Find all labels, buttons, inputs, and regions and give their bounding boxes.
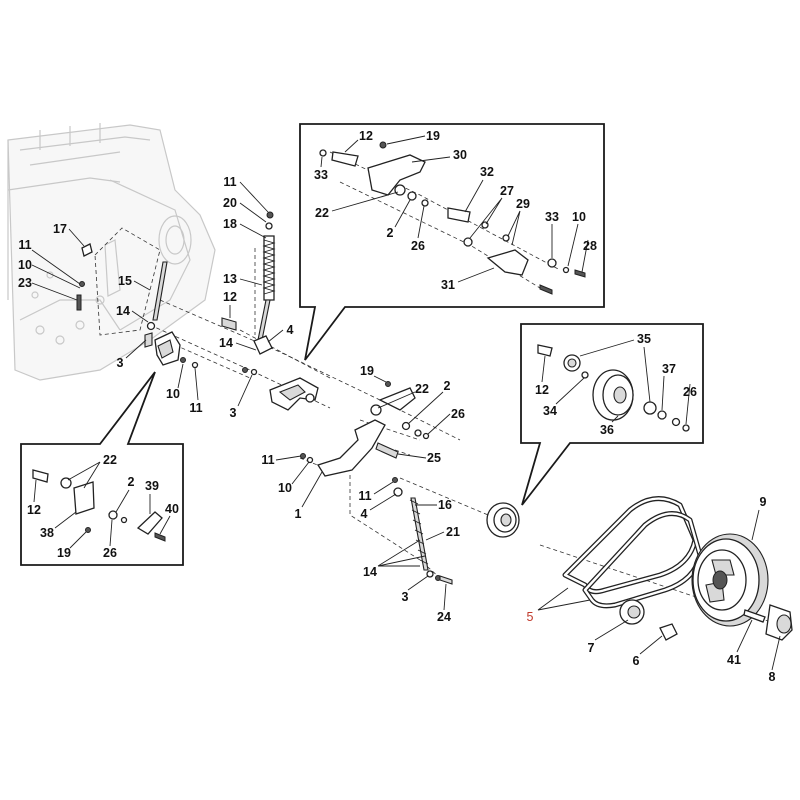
part-label-main-15: 15 xyxy=(118,274,132,288)
drive-belts xyxy=(562,496,703,609)
part-label-ll-22: 22 xyxy=(103,453,117,467)
part-label-ll-38: 38 xyxy=(40,526,54,540)
part-label-main-3b: 3 xyxy=(230,406,237,420)
part-label-main-26: 26 xyxy=(451,407,465,421)
part-label-main-41: 41 xyxy=(727,653,741,667)
part-label-main-3a: 3 xyxy=(117,356,124,370)
part-label-main-14b: 14 xyxy=(116,304,130,318)
part-label-main-10c: 10 xyxy=(278,481,292,495)
part-label-main-23: 23 xyxy=(18,276,32,290)
part-label-main-11-left: 11 xyxy=(18,238,31,252)
part-label-main-5: 5 xyxy=(527,610,534,624)
part-label-main-24: 24 xyxy=(437,610,451,624)
part-label-tr-19: 19 xyxy=(426,129,440,143)
part-label-ll-26: 26 xyxy=(103,546,117,560)
part-label-tr-2: 2 xyxy=(387,226,394,240)
part-label-tr-22: 22 xyxy=(315,206,329,220)
part-label-main-11-top: 11 xyxy=(223,175,236,189)
part-label-main-10b: 10 xyxy=(166,387,180,401)
part-label-main-3c: 3 xyxy=(402,590,409,604)
part-label-rr-37: 37 xyxy=(662,362,676,376)
part-label-ll-40: 40 xyxy=(165,502,179,516)
part-label-ll-19: 19 xyxy=(57,546,71,560)
assembly-axes xyxy=(149,248,781,626)
part-label-main-18: 18 xyxy=(223,217,237,231)
spring-assembly xyxy=(221,211,276,355)
part-label-main-2: 2 xyxy=(444,379,451,393)
part-label-ll-2: 2 xyxy=(128,475,135,489)
part-label-main-4a: 4 xyxy=(287,323,294,337)
idler-pulley xyxy=(486,502,520,538)
part-label-main-19: 19 xyxy=(360,364,374,378)
part-label-tr-29: 29 xyxy=(516,197,530,211)
part-label-main-20: 20 xyxy=(223,196,237,210)
callout-left-detail xyxy=(20,371,184,566)
part-label-main-7: 7 xyxy=(588,641,595,655)
part-label-main-14a: 14 xyxy=(219,336,233,350)
part-label-rr-26: 26 xyxy=(683,385,697,399)
part-label-main-11b: 11 xyxy=(189,401,202,415)
drive-pulley xyxy=(619,533,793,641)
part-label-ll-12: 12 xyxy=(27,503,41,517)
part-label-tr-33b: 33 xyxy=(545,210,559,224)
part-label-main-10-left: 10 xyxy=(18,258,32,272)
leader-lines xyxy=(31,135,781,671)
part-label-main-25: 25 xyxy=(427,451,441,465)
callout-right-detail xyxy=(520,323,704,506)
part-label-main-8: 8 xyxy=(769,670,776,684)
part-label-tr-32: 32 xyxy=(480,165,494,179)
part-label-main-22: 22 xyxy=(415,382,429,396)
part-label-main-13: 13 xyxy=(223,272,237,286)
part-label-main-12: 12 xyxy=(223,290,237,304)
part-label-rr-36: 36 xyxy=(600,423,614,437)
part-label-tr-12: 12 xyxy=(359,129,373,143)
part-label-tr-33a: 33 xyxy=(314,168,328,182)
cable-assembly-left xyxy=(76,243,199,369)
part-label-tr-27: 27 xyxy=(500,184,514,198)
part-label-main-1: 1 xyxy=(295,507,302,521)
ghost-chassis xyxy=(7,123,216,381)
part-label-rr-12: 12 xyxy=(535,383,549,397)
callout-top-detail xyxy=(299,123,605,361)
pivot-bracket xyxy=(242,367,430,440)
part-label-main-21: 21 xyxy=(446,525,460,539)
part-label-main-9: 9 xyxy=(760,495,767,509)
part-label-main-16: 16 xyxy=(438,498,452,512)
part-label-rr-35: 35 xyxy=(637,332,651,346)
part-label-tr-26: 26 xyxy=(411,239,425,253)
part-label-tr-31: 31 xyxy=(441,278,455,292)
part-label-main-4b: 4 xyxy=(361,507,368,521)
part-label-tr-28: 28 xyxy=(583,239,597,253)
part-label-main-11c: 11 xyxy=(261,453,274,467)
part-label-main-14c: 14 xyxy=(363,565,377,579)
part-label-tr-10: 10 xyxy=(572,210,586,224)
part-label-ll-39: 39 xyxy=(145,479,159,493)
chassis-dash-box xyxy=(94,227,161,336)
part-label-main-17: 17 xyxy=(53,222,67,236)
part-label-main-6: 6 xyxy=(633,654,640,668)
part-label-tr-30: 30 xyxy=(453,148,467,162)
part-label-rr-34: 34 xyxy=(543,404,557,418)
lever-arm xyxy=(300,419,453,585)
part-label-main-11d: 11 xyxy=(358,489,371,503)
